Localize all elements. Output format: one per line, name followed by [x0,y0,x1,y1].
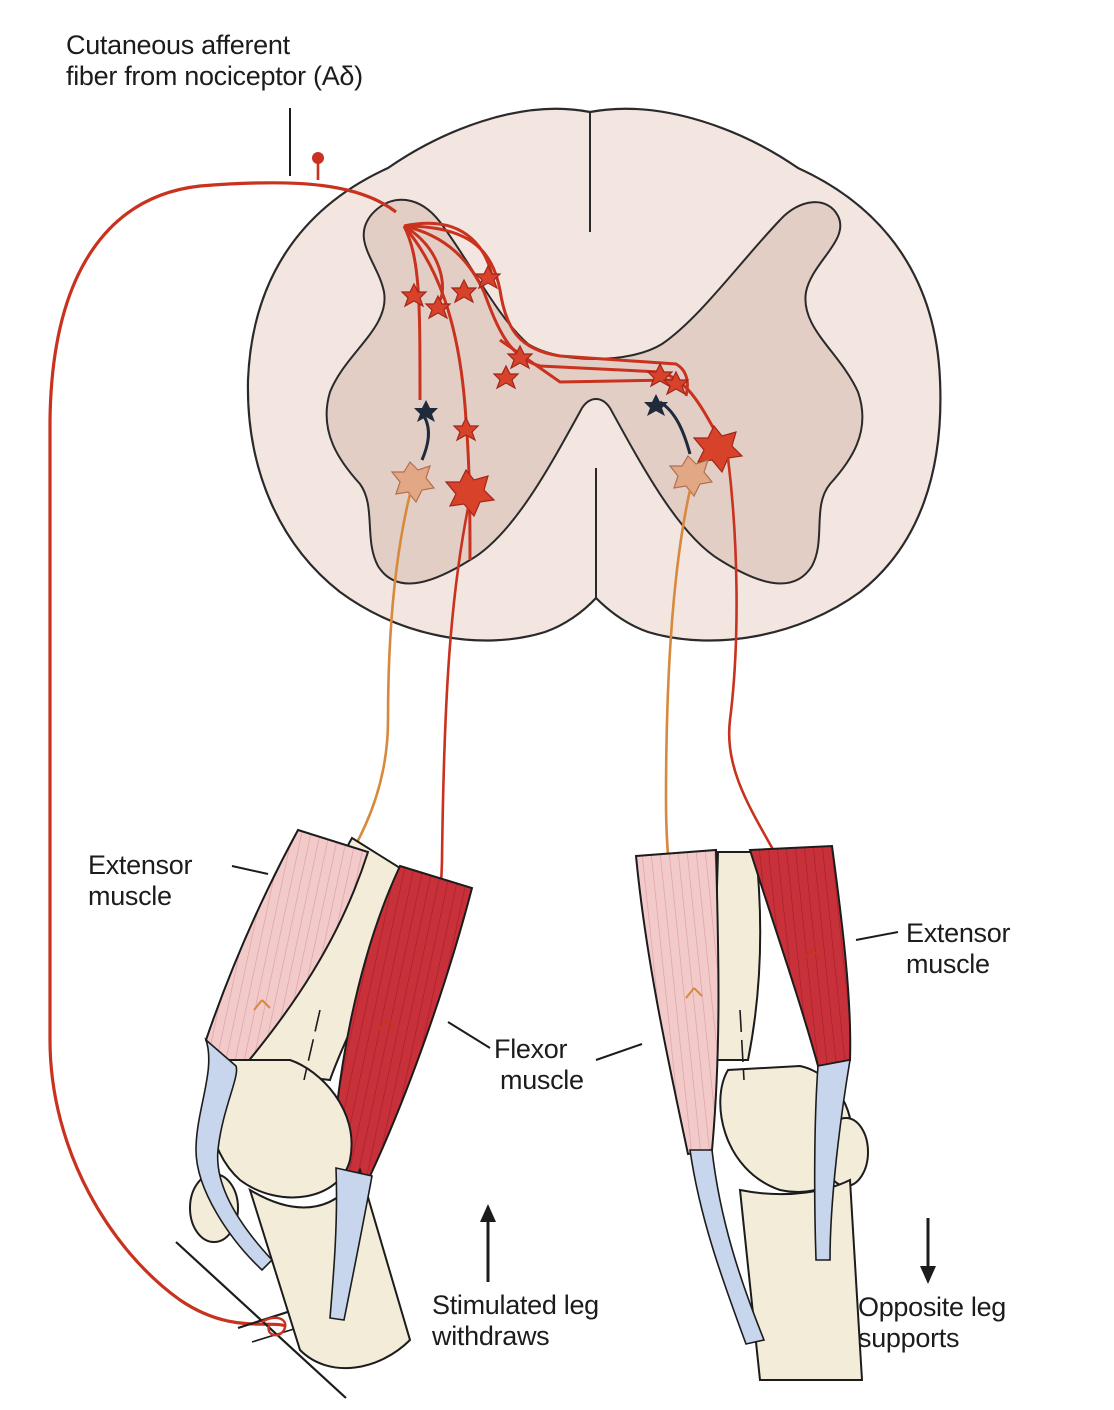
interneuron [492,364,520,390]
extensor-left-leader [231,865,269,875]
right-flexor-tendon [813,1059,851,1261]
up-arrow-head [480,1204,496,1222]
interneuron-pathways [402,221,722,561]
right-extensor-tendon [689,1149,766,1345]
afferent-label-line2: fiber from nociceptor (Aδ) [66,61,363,91]
left-tibia [248,1167,412,1370]
motor-end-plates [253,949,821,1031]
left-leg [189,828,474,1370]
right-extensor-muscle [634,848,720,1156]
extensor-right-line2: muscle [906,949,990,979]
extensor-left-line2: muscle [88,881,172,911]
flexor-motor-neuron-right [668,455,714,498]
stimulated-line1: Stimulated leg [432,1290,599,1320]
interneuron [474,264,502,290]
extensor-motor-neuron-left [390,461,436,504]
extensor-muscle-left-label: Extensor muscle [88,850,192,912]
interneuron [450,278,478,304]
flexor-line1: Flexor [494,1034,568,1064]
extensor-left-line1: Extensor [88,850,193,880]
right-femur [710,851,762,1061]
flexor-motor-neuron-left [444,468,496,518]
left-flexor-tendon [329,1166,373,1321]
opposite-line2: supports [858,1323,960,1353]
extensor-right-leader [855,931,899,941]
right-tibia [738,1178,864,1381]
down-arrow-head [920,1266,936,1284]
opposite-line1: Opposite leg [858,1292,1006,1322]
flexor-line2: muscle [500,1065,584,1095]
opposite-leg-label: Opposite leg supports [858,1292,1006,1354]
stimulated-leg-label: Stimulated leg withdraws [432,1290,599,1352]
nociceptor-ending [261,1316,287,1337]
right-flexor-muscle [748,844,852,1068]
interneuron [400,282,428,308]
flexor-right-leader [595,1043,643,1061]
right-leg [634,844,869,1381]
flexor-muscle-label: Flexor muscle [494,1034,584,1096]
leader-lines [231,108,899,1061]
extensor-muscle-right-label: Extensor muscle [906,918,1010,980]
left-extensor-tendon [195,1037,274,1272]
afferent-label-line1: Cutaneous afferent [66,30,290,60]
interneuron [506,344,534,370]
stimulated-line2: withdraws [432,1321,550,1351]
interneuron [452,416,480,442]
afferent-fiber-label: Cutaneous afferent fiber from nociceptor… [66,30,363,92]
direction-arrows [480,1204,936,1284]
interneuron [662,370,690,396]
motor-neurons [390,424,744,518]
spinal-cord [246,107,942,642]
extensor-right-line1: Extensor [906,918,1011,948]
inhibitory-interneurons [414,394,692,461]
interneuron [424,294,452,320]
dorsal-root-ganglion-cell [312,152,324,164]
interneurons [400,264,690,442]
inhibitory-interneuron-left [414,400,438,422]
inhibitory-interneuron-right [644,394,668,416]
flexor-leader [447,1021,491,1049]
